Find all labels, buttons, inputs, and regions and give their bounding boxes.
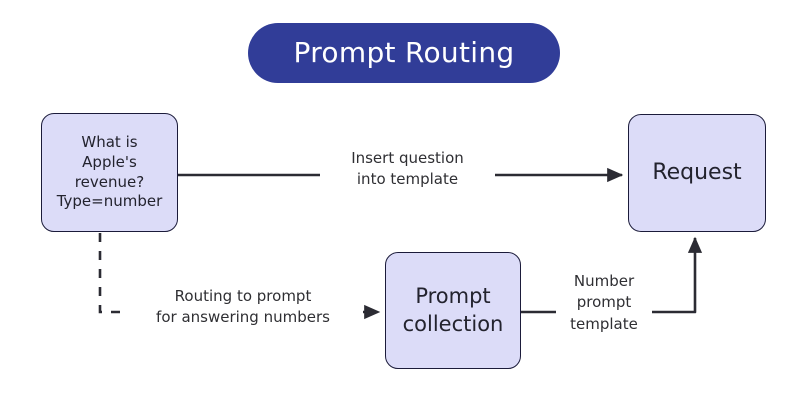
- edge-label-number-prompt-template: Number prompt template: [556, 271, 652, 335]
- node-question-label: What is Apple's revenue? Type=number: [56, 132, 163, 211]
- page-title: Prompt Routing: [293, 36, 515, 69]
- node-prompt-collection-label: Prompt collection: [402, 284, 504, 336]
- edge-label-insert-question-into-template: Insert question into template: [320, 148, 495, 191]
- node-prompt-collection[interactable]: Prompt collection: [385, 252, 521, 369]
- node-request-label: Request: [652, 159, 742, 185]
- edge-label-routing-to-prompt: Routing to prompt for answering numbers: [128, 286, 358, 329]
- node-request[interactable]: Request: [628, 114, 766, 232]
- edge-question-to-prompt-collection: [98, 233, 381, 320]
- node-question[interactable]: What is Apple's revenue? Type=number: [41, 113, 178, 232]
- diagram-title-pill: Prompt Routing: [248, 23, 560, 83]
